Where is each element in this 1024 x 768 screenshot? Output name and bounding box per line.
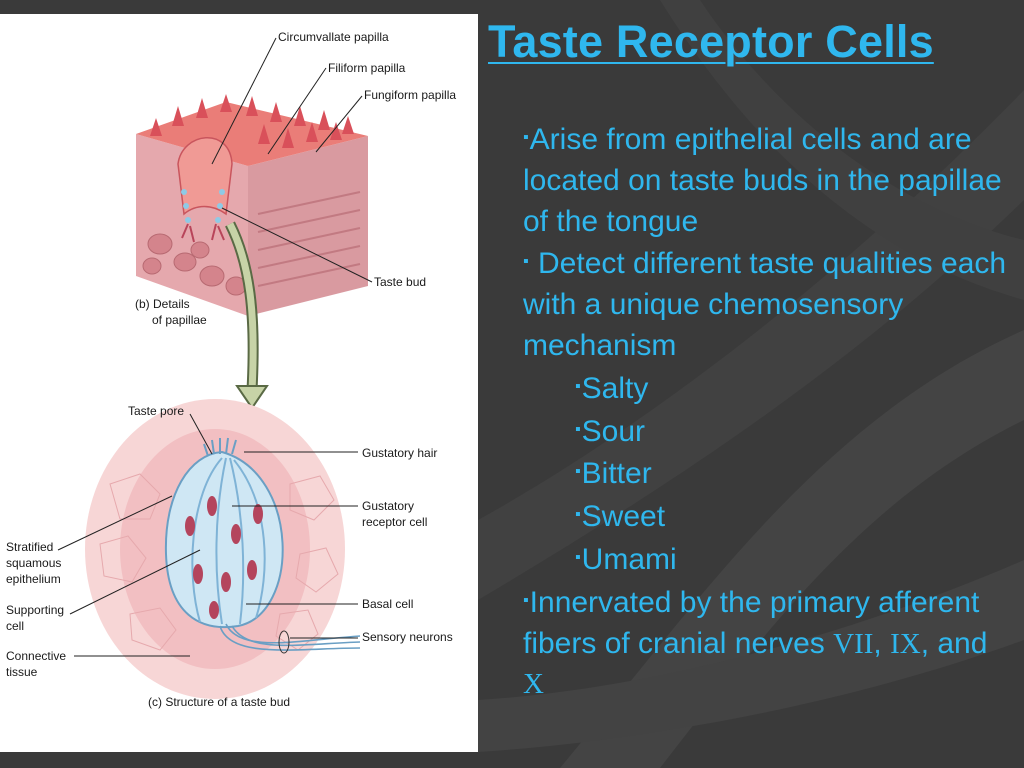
label-stratified-line1: Stratified [6, 540, 53, 554]
bullet-text: Innervated by the primary afferent fiber… [523, 585, 980, 660]
bullet-marker-icon: ▪ [575, 420, 581, 438]
label-stratified-line2: squamous [6, 556, 61, 570]
label-receptor-cell-line2: receptor cell [362, 515, 427, 529]
sub-bullet-item: ▪Umami [523, 538, 1013, 581]
taste-sour: Sour [581, 414, 646, 448]
label-fungiform-papilla: Fungiform papilla [364, 88, 456, 102]
sub-bullet-item: ▪Bitter [523, 452, 1013, 495]
label-filiform-papilla: Filiform papilla [328, 61, 406, 75]
taste-umami: Umami [581, 542, 677, 576]
bullet-marker-icon: ▪ [575, 506, 581, 524]
caption-b-line2: of papillae [152, 313, 207, 327]
taste-sweet: Sweet [581, 500, 666, 534]
bullet-list: ▪Arise from epithelial cells and are loc… [523, 118, 1013, 705]
taste-bud-diagram: Circumvallate papilla Filiform papilla F… [0, 14, 478, 752]
label-gustatory-hair: Gustatory hair [362, 446, 437, 460]
label-connective-line2: tissue [6, 665, 38, 679]
label-sensory-neurons: Sensory neurons [362, 630, 453, 644]
label-supporting-line2: cell [6, 619, 24, 633]
bullet-marker-icon: ▪ [523, 129, 529, 146]
down-arrow-icon [225, 221, 269, 410]
bullet-marker-icon: ▪ [575, 463, 581, 481]
bullet-text: Arise from epithelial cells and are loca… [523, 123, 1002, 238]
bullet-text: Detect different taste qualities each wi… [523, 247, 1007, 362]
taste-salty: Salty [581, 371, 649, 405]
caption-b-line1: (b) Details [135, 297, 190, 311]
taste-bud-illustration [85, 399, 361, 699]
label-stratified-line3: epithelium [6, 572, 61, 586]
bullet-item: ▪Innervated by the primary afferent fibe… [523, 581, 1013, 705]
cranial-nerve-x: X [523, 668, 544, 701]
sub-bullet-item: ▪Sour [523, 410, 1013, 453]
slide-title: Taste Receptor Cells [488, 16, 934, 67]
caption-c: (c) Structure of a taste bud [148, 695, 290, 709]
label-taste-bud: Taste bud [374, 275, 426, 289]
sub-bullet-item: ▪Sweet [523, 495, 1013, 538]
label-connective-line1: Connective [6, 649, 66, 663]
bullet-item: ▪Arise from epithelial cells and are loc… [523, 118, 1013, 242]
separator: , and [920, 626, 988, 660]
bullet-marker-icon: ▪ [575, 377, 581, 395]
cranial-nerve-ix: IX [890, 627, 921, 660]
bullet-marker-icon: ▪ [523, 591, 529, 609]
sub-bullet-item: ▪Salty [523, 367, 1013, 410]
cranial-nerve-vii: VII [833, 627, 874, 660]
tongue-block-illustration [136, 94, 368, 316]
bullet-item: ▪ Detect different taste qualities each … [523, 242, 1013, 366]
label-receptor-cell-line1: Gustatory [362, 499, 414, 513]
taste-bitter: Bitter [581, 457, 652, 491]
label-taste-pore: Taste pore [128, 404, 184, 418]
bullet-marker-icon: ▪ [523, 253, 529, 271]
label-circumvallate-papilla: Circumvallate papilla [278, 30, 389, 44]
label-supporting-line1: Supporting [6, 603, 64, 617]
leader-lines [57, 37, 373, 657]
label-basal-cell: Basal cell [362, 597, 413, 611]
bullet-marker-icon: ▪ [575, 548, 581, 566]
separator: , [873, 626, 891, 660]
